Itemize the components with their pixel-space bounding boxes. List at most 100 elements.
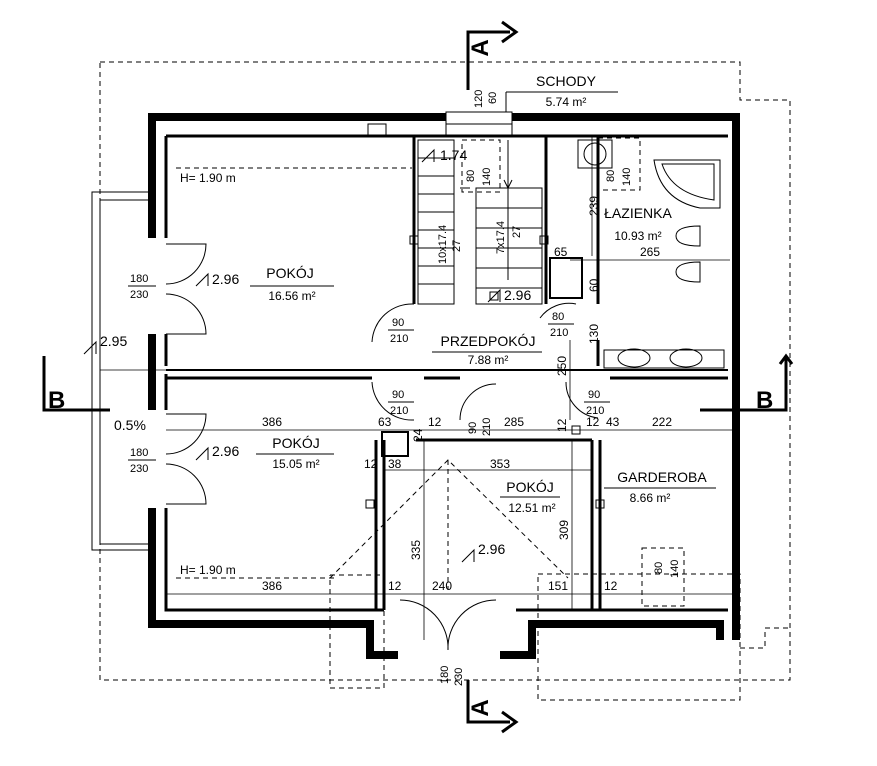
dim-label: 130 <box>587 324 601 344</box>
exterior-wall <box>148 113 446 238</box>
window-width: 80 <box>605 170 617 182</box>
shower <box>577 139 613 169</box>
height-note-bottom: H= 1.90 m <box>180 563 236 577</box>
vent <box>367 123 387 137</box>
door-height: 210 <box>550 327 568 339</box>
chimney <box>381 431 409 457</box>
level-room1: 2.96 <box>212 271 239 287</box>
dim-label: 12 <box>586 415 600 429</box>
level-room3: 2.96 <box>478 541 505 557</box>
sink <box>669 348 703 368</box>
dim-label: 12 <box>428 415 442 429</box>
dim-label: 309 <box>557 520 571 540</box>
level-slope: 0.5% <box>114 417 146 433</box>
dim-label: 63 <box>378 415 392 429</box>
door-height: 210 <box>390 333 408 345</box>
dim-label: 12 <box>364 457 378 471</box>
room-name-schody: SCHODY <box>536 73 597 89</box>
skylight <box>641 547 685 607</box>
window-height: 60 <box>487 92 499 104</box>
exterior-wall <box>512 113 740 640</box>
room-area-przedpokoj: 7.88 m² <box>468 353 509 367</box>
room-area-pokoj2: 15.05 m² <box>272 457 319 471</box>
window-height: 140 <box>669 560 681 578</box>
bidet <box>675 261 701 283</box>
door-height: 230 <box>130 289 148 301</box>
dim-label: 239 <box>587 196 601 216</box>
roof-hip <box>329 459 569 579</box>
room-area-garderoba: 8.66 m² <box>630 491 671 505</box>
door-width: 180 <box>439 666 451 684</box>
dim-label: 43 <box>606 415 620 429</box>
balcony-rail <box>91 191 150 551</box>
dim-label: 250 <box>555 356 569 376</box>
level-room2: 2.96 <box>212 443 239 459</box>
door-width: 180 <box>130 273 148 285</box>
section-markers <box>42 20 794 734</box>
window-width: 120 <box>473 90 485 108</box>
door-height: 210 <box>481 418 493 436</box>
room-area-schody: 5.74 m² <box>546 95 587 109</box>
dim-label: 285 <box>504 415 524 429</box>
level-stair-landing: 2.96 <box>504 287 531 303</box>
dim-label: 222 <box>652 415 672 429</box>
lower-roof-outline <box>329 574 385 689</box>
door-width: 180 <box>130 447 148 459</box>
marker-boxes <box>365 235 605 509</box>
section-a-top: A <box>467 39 494 56</box>
dim-label: 24 <box>411 428 425 442</box>
room-area-pokoj1: 16.56 m² <box>268 289 315 303</box>
window-width: 80 <box>653 562 665 574</box>
level-marks <box>83 148 501 563</box>
section-a-bottom: A <box>467 699 494 716</box>
dimension-lines <box>100 136 736 640</box>
sink <box>617 348 651 368</box>
dim-label: 12 <box>604 579 618 593</box>
dim-label: 60 <box>587 278 601 292</box>
dim-label: 12 <box>555 418 569 432</box>
door-width: 90 <box>588 389 600 401</box>
roof-outline <box>99 61 791 681</box>
dim-label: 65 <box>554 245 568 259</box>
window-height: 140 <box>481 168 493 186</box>
skylight <box>461 139 501 193</box>
exterior-wall <box>148 508 398 659</box>
interior-wall-face <box>164 508 384 612</box>
stairs <box>417 139 543 305</box>
door-height: 210 <box>390 405 408 417</box>
height-note-top: H= 1.90 m <box>180 171 236 185</box>
door-height: 230 <box>453 668 465 686</box>
toilet <box>675 225 701 247</box>
stair-flight-label: 10x17.4 <box>437 225 449 264</box>
dim-label: 38 <box>388 457 402 471</box>
corner-outline <box>740 627 790 649</box>
room-area-pokoj3: 12.51 m² <box>508 501 555 515</box>
vanity <box>603 349 725 369</box>
balcony-rail-inner <box>99 199 150 545</box>
level-stair-top: 1.74 <box>440 147 467 163</box>
dim-label: 335 <box>409 540 423 560</box>
level-balcony: 2.95 <box>100 333 127 349</box>
door-swings <box>165 243 599 651</box>
skylight <box>597 137 641 191</box>
room-name-pokoj1: POKÓJ <box>266 265 313 281</box>
stair-flight-label: 27 <box>451 240 463 252</box>
dim-label: 353 <box>490 457 510 471</box>
door-width: 80 <box>552 311 564 323</box>
room-name-garderoba: GARDEROBA <box>617 469 707 485</box>
stair-flight-label: 27 <box>511 226 523 238</box>
room-area-lazienka: 10.93 m² <box>614 229 661 243</box>
room-name-przedpokoj: PRZEDPOKÓJ <box>441 333 536 349</box>
window-width: 80 <box>465 170 477 182</box>
door-height: 210 <box>586 405 604 417</box>
stair-flight-label: 7x17.4 <box>495 221 507 254</box>
room-name-lazienka: ŁAZIENKA <box>604 205 672 221</box>
dim-label: 240 <box>432 579 452 593</box>
terrace-outline <box>537 573 741 701</box>
dim-label: 151 <box>548 579 568 593</box>
dim-label: 386 <box>262 579 282 593</box>
section-b-right: B <box>756 387 773 414</box>
dim-label: 12 <box>388 579 402 593</box>
door-width: 90 <box>392 389 404 401</box>
